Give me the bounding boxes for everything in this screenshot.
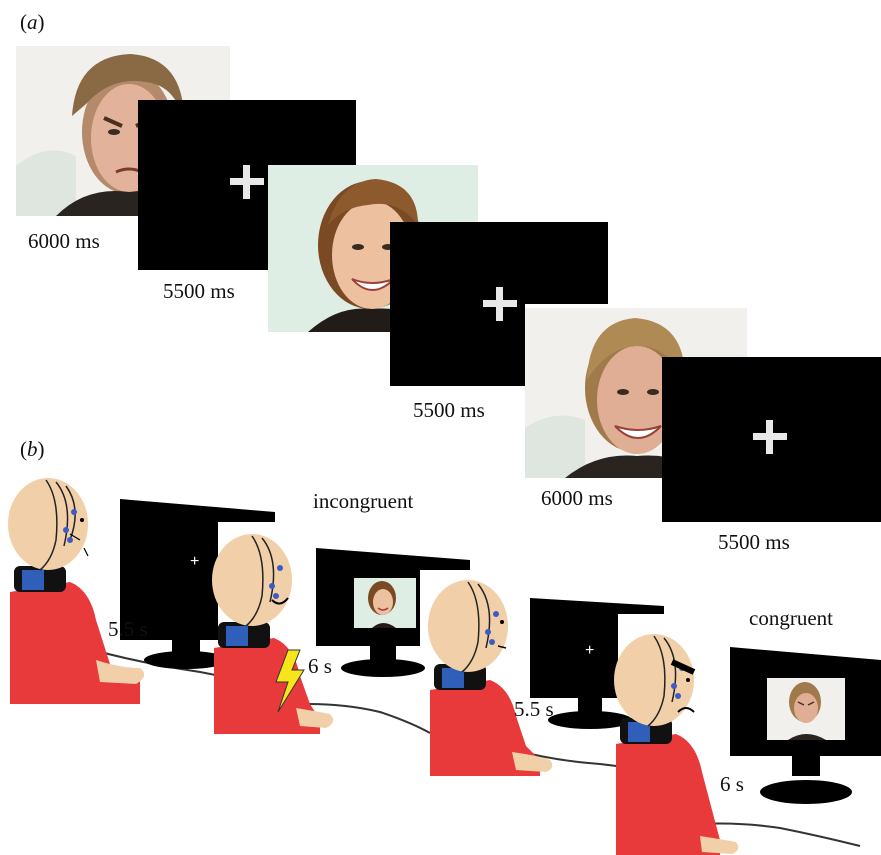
duration-label: 5500 ms bbox=[413, 398, 485, 422]
condition-incongruent-label: incongruent bbox=[313, 489, 414, 513]
time-label: 5.5 s bbox=[108, 617, 148, 641]
participant-scene-3: + bbox=[428, 580, 664, 776]
time-label: 5.5 s bbox=[514, 697, 554, 721]
duration-label: 5500 ms bbox=[163, 279, 235, 303]
panel-b-label: (b) bbox=[20, 437, 45, 461]
duration-label: 6000 ms bbox=[28, 229, 100, 253]
participant-scene-4 bbox=[614, 634, 881, 855]
svg-text:+: + bbox=[190, 553, 199, 570]
duration-label: 5500 ms bbox=[718, 530, 790, 554]
duration-label: 6000 ms bbox=[541, 486, 613, 510]
svg-text:+: + bbox=[585, 642, 594, 659]
fixation-screen-3 bbox=[662, 357, 881, 522]
time-label: 6 s bbox=[720, 772, 744, 796]
panel-a-label: (a) bbox=[20, 10, 45, 34]
time-label: 6 s bbox=[308, 654, 332, 678]
condition-congruent-label: congruent bbox=[749, 606, 833, 630]
participant-scene-1: + bbox=[8, 478, 275, 704]
participant-scene-2 bbox=[212, 534, 470, 734]
